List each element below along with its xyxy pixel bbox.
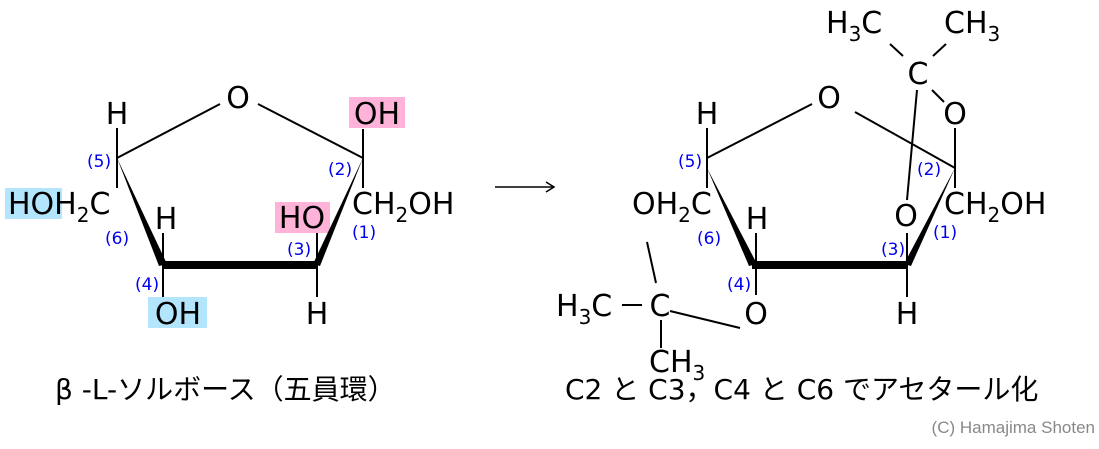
c2-ch2oh: CH2OH bbox=[352, 187, 454, 227]
c6-hoh2c: HOH2C bbox=[8, 187, 110, 227]
top-h3c: H3C bbox=[826, 6, 882, 46]
diacetal-structure: O H3C CH3 C O O CH2OH H H O H OH2C C H3C… bbox=[556, 6, 1046, 385]
c4-hydrogen: H bbox=[746, 202, 769, 237]
carbon-number-5: (5) bbox=[87, 152, 111, 172]
c3-hydroxyl: HO bbox=[279, 201, 325, 236]
carbon-number-2: (2) bbox=[328, 160, 352, 180]
bond-o-c2 bbox=[854, 111, 956, 169]
c3-oxygen: O bbox=[894, 199, 918, 234]
c5-hydrogen: H bbox=[106, 97, 129, 132]
right-caption: C2 と C3，C4 と C6 でアセタール化 bbox=[565, 373, 1038, 406]
carbon-number-4: (4) bbox=[727, 275, 751, 295]
bond-o3-top-c bbox=[906, 89, 918, 201]
c4-oxygen: O bbox=[744, 297, 768, 332]
carbon-number-6: (6) bbox=[697, 229, 721, 249]
bond-top-c-o2 bbox=[931, 89, 945, 103]
bond-c5-o bbox=[116, 103, 221, 159]
c3-hydrogen: H bbox=[896, 297, 919, 332]
left-acetal-carbon: C bbox=[650, 289, 671, 324]
copyright: (C) Hamajima Shoten bbox=[932, 418, 1095, 437]
bond-top-c-ch3 bbox=[932, 43, 947, 57]
carbon-number-3: (3) bbox=[287, 240, 311, 260]
c2-ch2oh: CH2OH bbox=[944, 187, 1046, 227]
top-acetal-carbon: C bbox=[908, 57, 929, 92]
beta-l-sorbose-structure: O OH CH2OH HO H H OH H HOH2C (1) (2) (3)… bbox=[5, 81, 454, 332]
wedge-c2-c3 bbox=[904, 168, 955, 266]
left-ch3: CH3 bbox=[649, 345, 705, 385]
wedge-c2-c3 bbox=[313, 158, 363, 266]
bond-top-c-h3c bbox=[889, 43, 904, 57]
left-caption: β -L-ソルボース（五員環） bbox=[55, 373, 396, 406]
bond-c5-o bbox=[706, 103, 813, 159]
c2-hydroxyl: OH bbox=[354, 97, 400, 132]
bond-left-c-o4 bbox=[669, 310, 741, 329]
top-ch3: CH3 bbox=[944, 6, 1000, 46]
c3-hydrogen: H bbox=[306, 297, 329, 332]
carbon-number-6: (6) bbox=[105, 229, 129, 249]
carbon-number-2: (2) bbox=[917, 160, 941, 180]
wedge-c5-c4 bbox=[117, 158, 167, 266]
highlight-c3-oh bbox=[275, 202, 330, 233]
highlight-c4-oh bbox=[148, 297, 207, 328]
bond-o-c2 bbox=[257, 103, 364, 159]
carbon-number-3: (3) bbox=[881, 240, 905, 260]
c4-hydrogen: H bbox=[155, 202, 178, 237]
c4-hydroxyl: OH bbox=[155, 297, 201, 332]
ring-oxygen: O bbox=[226, 81, 250, 116]
c5-hydrogen: H bbox=[696, 97, 719, 132]
highlight-c2-oh bbox=[349, 97, 405, 128]
carbon-number-1: (1) bbox=[352, 223, 376, 243]
reaction-arrow bbox=[495, 181, 556, 193]
carbon-number-1: (1) bbox=[933, 223, 957, 243]
c6-oh2c: OH2C bbox=[632, 187, 712, 227]
carbon-number-5: (5) bbox=[678, 152, 702, 172]
left-h3c: H3C bbox=[556, 289, 612, 329]
bond-o6-left-c bbox=[646, 241, 657, 284]
highlight-c6-oh bbox=[5, 188, 62, 219]
carbon-number-4: (4) bbox=[135, 275, 159, 295]
wedge-c5-c4 bbox=[707, 168, 757, 266]
c2-oxygen: O bbox=[943, 97, 967, 132]
ring-oxygen: O bbox=[817, 81, 841, 116]
